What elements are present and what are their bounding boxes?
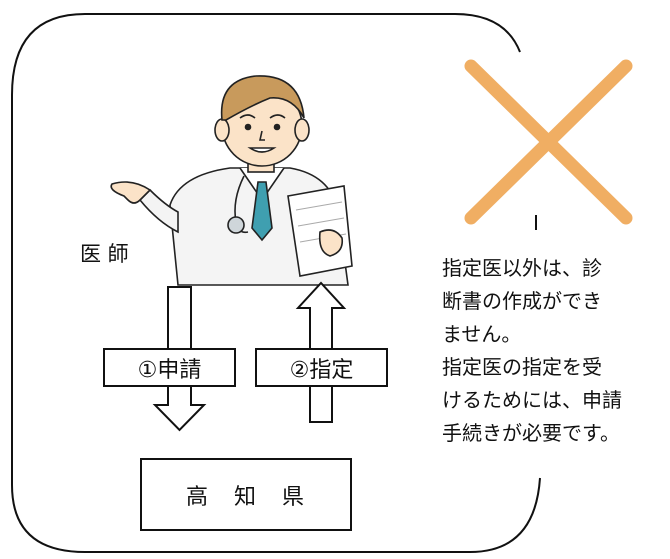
step2-box: ②指定	[255, 348, 388, 387]
prefecture-box: 高 知 県	[140, 458, 352, 531]
note-line: 指定医の指定を受	[442, 355, 602, 379]
doctor-illustration	[110, 75, 353, 286]
doctor-label: 医 師	[80, 242, 129, 266]
step2-label: ②指定	[289, 357, 354, 383]
note-text: 指定医以外は、診 断書の作成ができ ません。 指定医の指定を受 けるためには、申…	[442, 252, 670, 450]
step1-label: ①申請	[137, 357, 202, 383]
cross-mark-icon	[464, 59, 633, 225]
note-line: けるためには、申請	[442, 388, 622, 412]
outer-frame	[11, 13, 541, 553]
note-line: 断書の作成ができ	[442, 289, 602, 313]
note-line: 手続きが必要です。	[442, 421, 620, 445]
note-line: 指定医以外は、診	[442, 256, 602, 280]
note-line: ません。	[442, 322, 522, 346]
step1-box: ①申請	[103, 348, 236, 387]
prefecture-label: 高 知 県	[185, 484, 306, 510]
